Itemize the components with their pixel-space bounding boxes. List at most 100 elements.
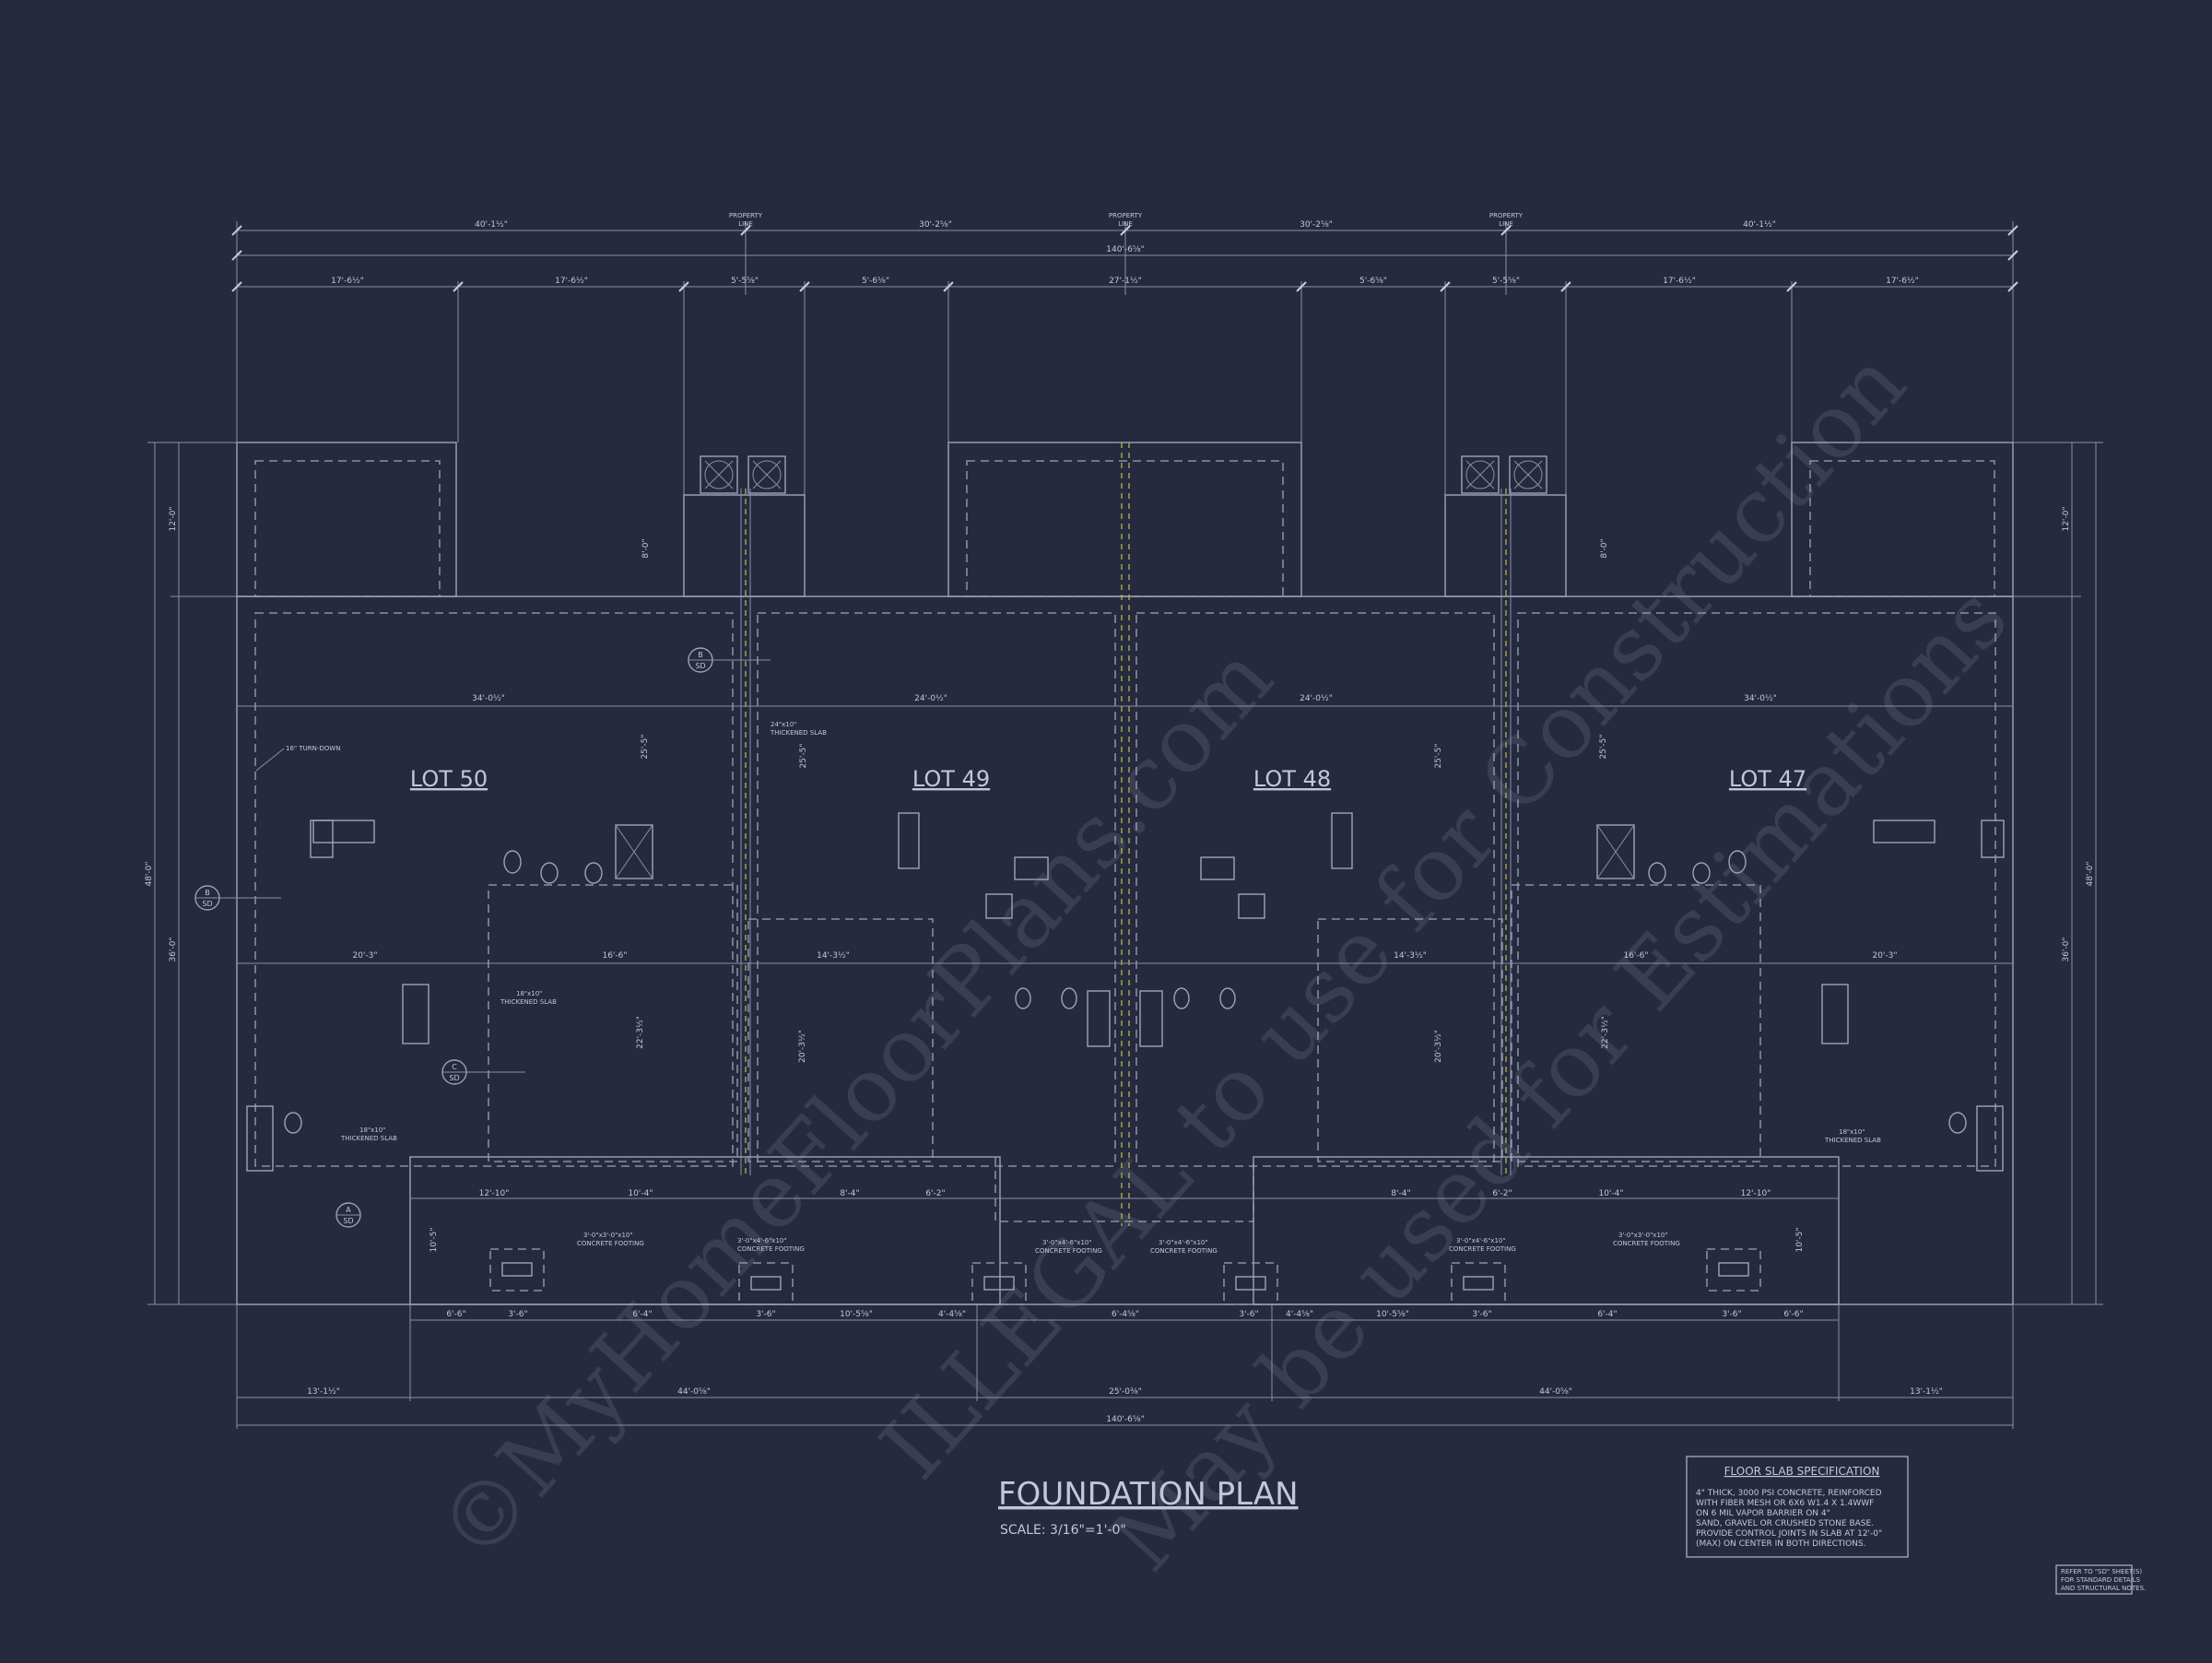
dim-left: 48'-0": [145, 861, 154, 886]
interior-dim: 14'-3½": [817, 951, 850, 961]
dim-bottom-row2: 44'-0⅝": [1539, 1387, 1572, 1397]
spec-line: WITH FIBER MESH OR 6X6 W1.4 X 1.4WWF: [1696, 1499, 1874, 1508]
interior-dim: 20'-3": [1872, 951, 1897, 961]
svg-text:SD: SD: [202, 900, 212, 908]
spec-heading: FLOOR SLAB SPECIFICATION: [1724, 1465, 1880, 1478]
spec-line: PROVIDE CONTROL JOINTS IN SLAB AT 12'-0": [1696, 1529, 1882, 1539]
dim-top-row2: 5'-6⅝": [1359, 277, 1387, 286]
dim-top-4: 40'-1½": [1743, 220, 1776, 230]
note-turn-down: 16" TURN-DOWN: [286, 745, 340, 752]
dim-top-3: 30'-2⅝": [1300, 220, 1333, 230]
lot-label: LOT 48: [1253, 766, 1331, 792]
note-thickened-slab: THICKENED SLAB: [340, 1135, 397, 1142]
interior-dim: 10'-4": [628, 1189, 653, 1198]
interior-dim: 25'-5": [641, 734, 650, 759]
interior-dim: 25'-5": [1599, 734, 1608, 759]
note-thickened-slab: THICKENED SLAB: [500, 998, 557, 1006]
interior-dim: 6'-2": [1492, 1189, 1512, 1198]
footing-pads: [489, 1248, 1761, 1305]
interior-dim: 8'-4": [1391, 1189, 1410, 1198]
interior-dim: 6'-2": [925, 1189, 945, 1198]
refer-note-line: FOR STANDARD DETAILS: [2061, 1576, 2141, 1584]
property-line-label: LINE: [1118, 220, 1133, 228]
dim-overall-bottom: 140'-6⅝": [1106, 1415, 1145, 1424]
bottom-dimensions: 6'-6" 3'-6" 6'-4" 3'-6" 10'-5⅝" 4'-4⅝" 6…: [236, 1304, 2014, 1429]
interior-dim: 24'-0½": [914, 694, 947, 703]
callout-notes: 16" TURN-DOWN 24"x10" THICKENED SLAB 18"…: [255, 721, 1881, 1255]
interior-dim: 34'-0½": [472, 694, 505, 703]
spec-line: (MAX) ON CENTER IN BOTH DIRECTIONS.: [1696, 1539, 1865, 1549]
dim-top-row2: 5'-5⅝": [731, 277, 759, 286]
note-footing: 3'-0"x4'-6"x10": [737, 1237, 787, 1244]
interior-dim: 16'-6": [1623, 951, 1648, 961]
dim-overall-top: 140'-6⅝": [1106, 245, 1145, 254]
section-tags: B SD B SD C SD A SD: [194, 647, 771, 1228]
interior-dim: 12'-10": [1741, 1189, 1771, 1198]
interior-dim: 34'-0½": [1744, 694, 1777, 703]
svg-text:SD: SD: [695, 662, 705, 670]
note-thickened-slab: THICKENED SLAB: [1824, 1137, 1881, 1144]
note-footing: CONCRETE FOOTING: [1449, 1245, 1516, 1253]
note-footing: CONCRETE FOOTING: [737, 1245, 805, 1253]
dim-bottom-row1: 3'-6": [1239, 1310, 1258, 1319]
dim-bottom-row1: 6'-4": [1597, 1310, 1617, 1319]
dim-top-row2: 17'-6½": [331, 277, 364, 286]
interior-dim: 10'-5": [1795, 1227, 1805, 1252]
dim-right: 48'-0": [2086, 861, 2095, 886]
watermark: ©MyHomeFloorPlans.com ILLEGAL to use for…: [418, 332, 2028, 1591]
dim-bump: 8'-0": [1600, 538, 1609, 558]
dim-bottom-row1: 3'-6": [1722, 1310, 1741, 1319]
dim-bump: 8'-0": [641, 538, 651, 558]
dim-right: 36'-0": [2062, 937, 2071, 961]
section-tag: B SD: [194, 885, 281, 911]
interior-dim: 10'-4": [1598, 1189, 1623, 1198]
dim-bottom-row1: 10'-5⅝": [840, 1310, 873, 1319]
note-thickened-slab: 18"x10": [359, 1126, 385, 1134]
floor-slab-spec-box: FLOOR SLAB SPECIFICATION 4" THICK, 3000 …: [1686, 1456, 1909, 1558]
note-footing: 3'-0"x4'-6"x10": [1456, 1237, 1506, 1244]
property-line-label: PROPERTY: [729, 212, 763, 219]
dim-bottom-row1: 10'-5⅝": [1376, 1310, 1409, 1319]
property-line-label: PROPERTY: [1109, 212, 1143, 219]
dim-bottom-row1: 6'-4": [632, 1310, 652, 1319]
dim-left: 12'-0": [169, 506, 178, 531]
svg-text:B: B: [698, 651, 703, 659]
svg-text:C: C: [452, 1063, 457, 1071]
refer-note-box: REFER TO "SD" SHEET(S) FOR STANDARD DETA…: [2055, 1564, 2146, 1595]
dim-bottom-row1: 6'-6": [446, 1310, 465, 1319]
interior-dim: 16'-6": [602, 951, 627, 961]
property-line-label: LINE: [1499, 220, 1513, 228]
svg-text:A: A: [346, 1206, 351, 1214]
dim-top-row2: 5'-5⅝": [1492, 277, 1520, 286]
dim-top-1: 40'-1½": [475, 220, 508, 230]
dim-bottom-row2: 44'-0⅝": [677, 1387, 711, 1397]
dim-top-row2: 17'-6½": [555, 277, 588, 286]
interior-dim: 25'-5": [1434, 743, 1443, 768]
spec-line: SAND, GRAVEL OR CRUSHED STONE BASE.: [1696, 1519, 1874, 1528]
dim-bottom-row1: 6'-4⅝": [1112, 1310, 1139, 1319]
interior-dim: 20'-3½": [798, 1030, 807, 1063]
side-dimensions: 12'-0" 48'-0" 36'-0" 12'-0" 48'-0" 36'-0…: [145, 442, 2103, 1305]
note-footing: CONCRETE FOOTING: [577, 1240, 644, 1247]
svg-text:B: B: [205, 889, 210, 897]
dim-bottom-row2: 13'-1½": [307, 1387, 340, 1397]
plan-scale: SCALE: 3/16"=1'-0": [1000, 1523, 1126, 1538]
interior-dim: 20'-3½": [1434, 1030, 1443, 1063]
refer-note-line: REFER TO "SD" SHEET(S): [2061, 1568, 2142, 1575]
refer-note-line: AND STRUCTURAL NOTES.: [2061, 1585, 2146, 1592]
section-tag: A SD: [335, 1202, 361, 1228]
lot-label: LOT 47: [1729, 766, 1806, 792]
note-thickened-slab: THICKENED SLAB: [770, 729, 827, 737]
drawing-title: FOUNDATION PLAN SCALE: 3/16"=1'-0": [998, 1476, 1299, 1538]
interior-dim: 22'-3½": [1601, 1016, 1610, 1049]
interior-dim: 25'-5": [799, 743, 808, 768]
spec-line: 4" THICK, 3000 PSI CONCRETE, REINFORCED: [1696, 1489, 1882, 1498]
note-thickened-slab: 18"x10": [516, 990, 542, 997]
interior-dim: 22'-3½": [636, 1016, 645, 1049]
svg-text:SD: SD: [449, 1074, 459, 1082]
lot-label: LOT 49: [912, 766, 990, 792]
plan-title: FOUNDATION PLAN: [998, 1476, 1299, 1513]
note-footing: 3'-0"x4'-6"x10": [1159, 1239, 1208, 1246]
